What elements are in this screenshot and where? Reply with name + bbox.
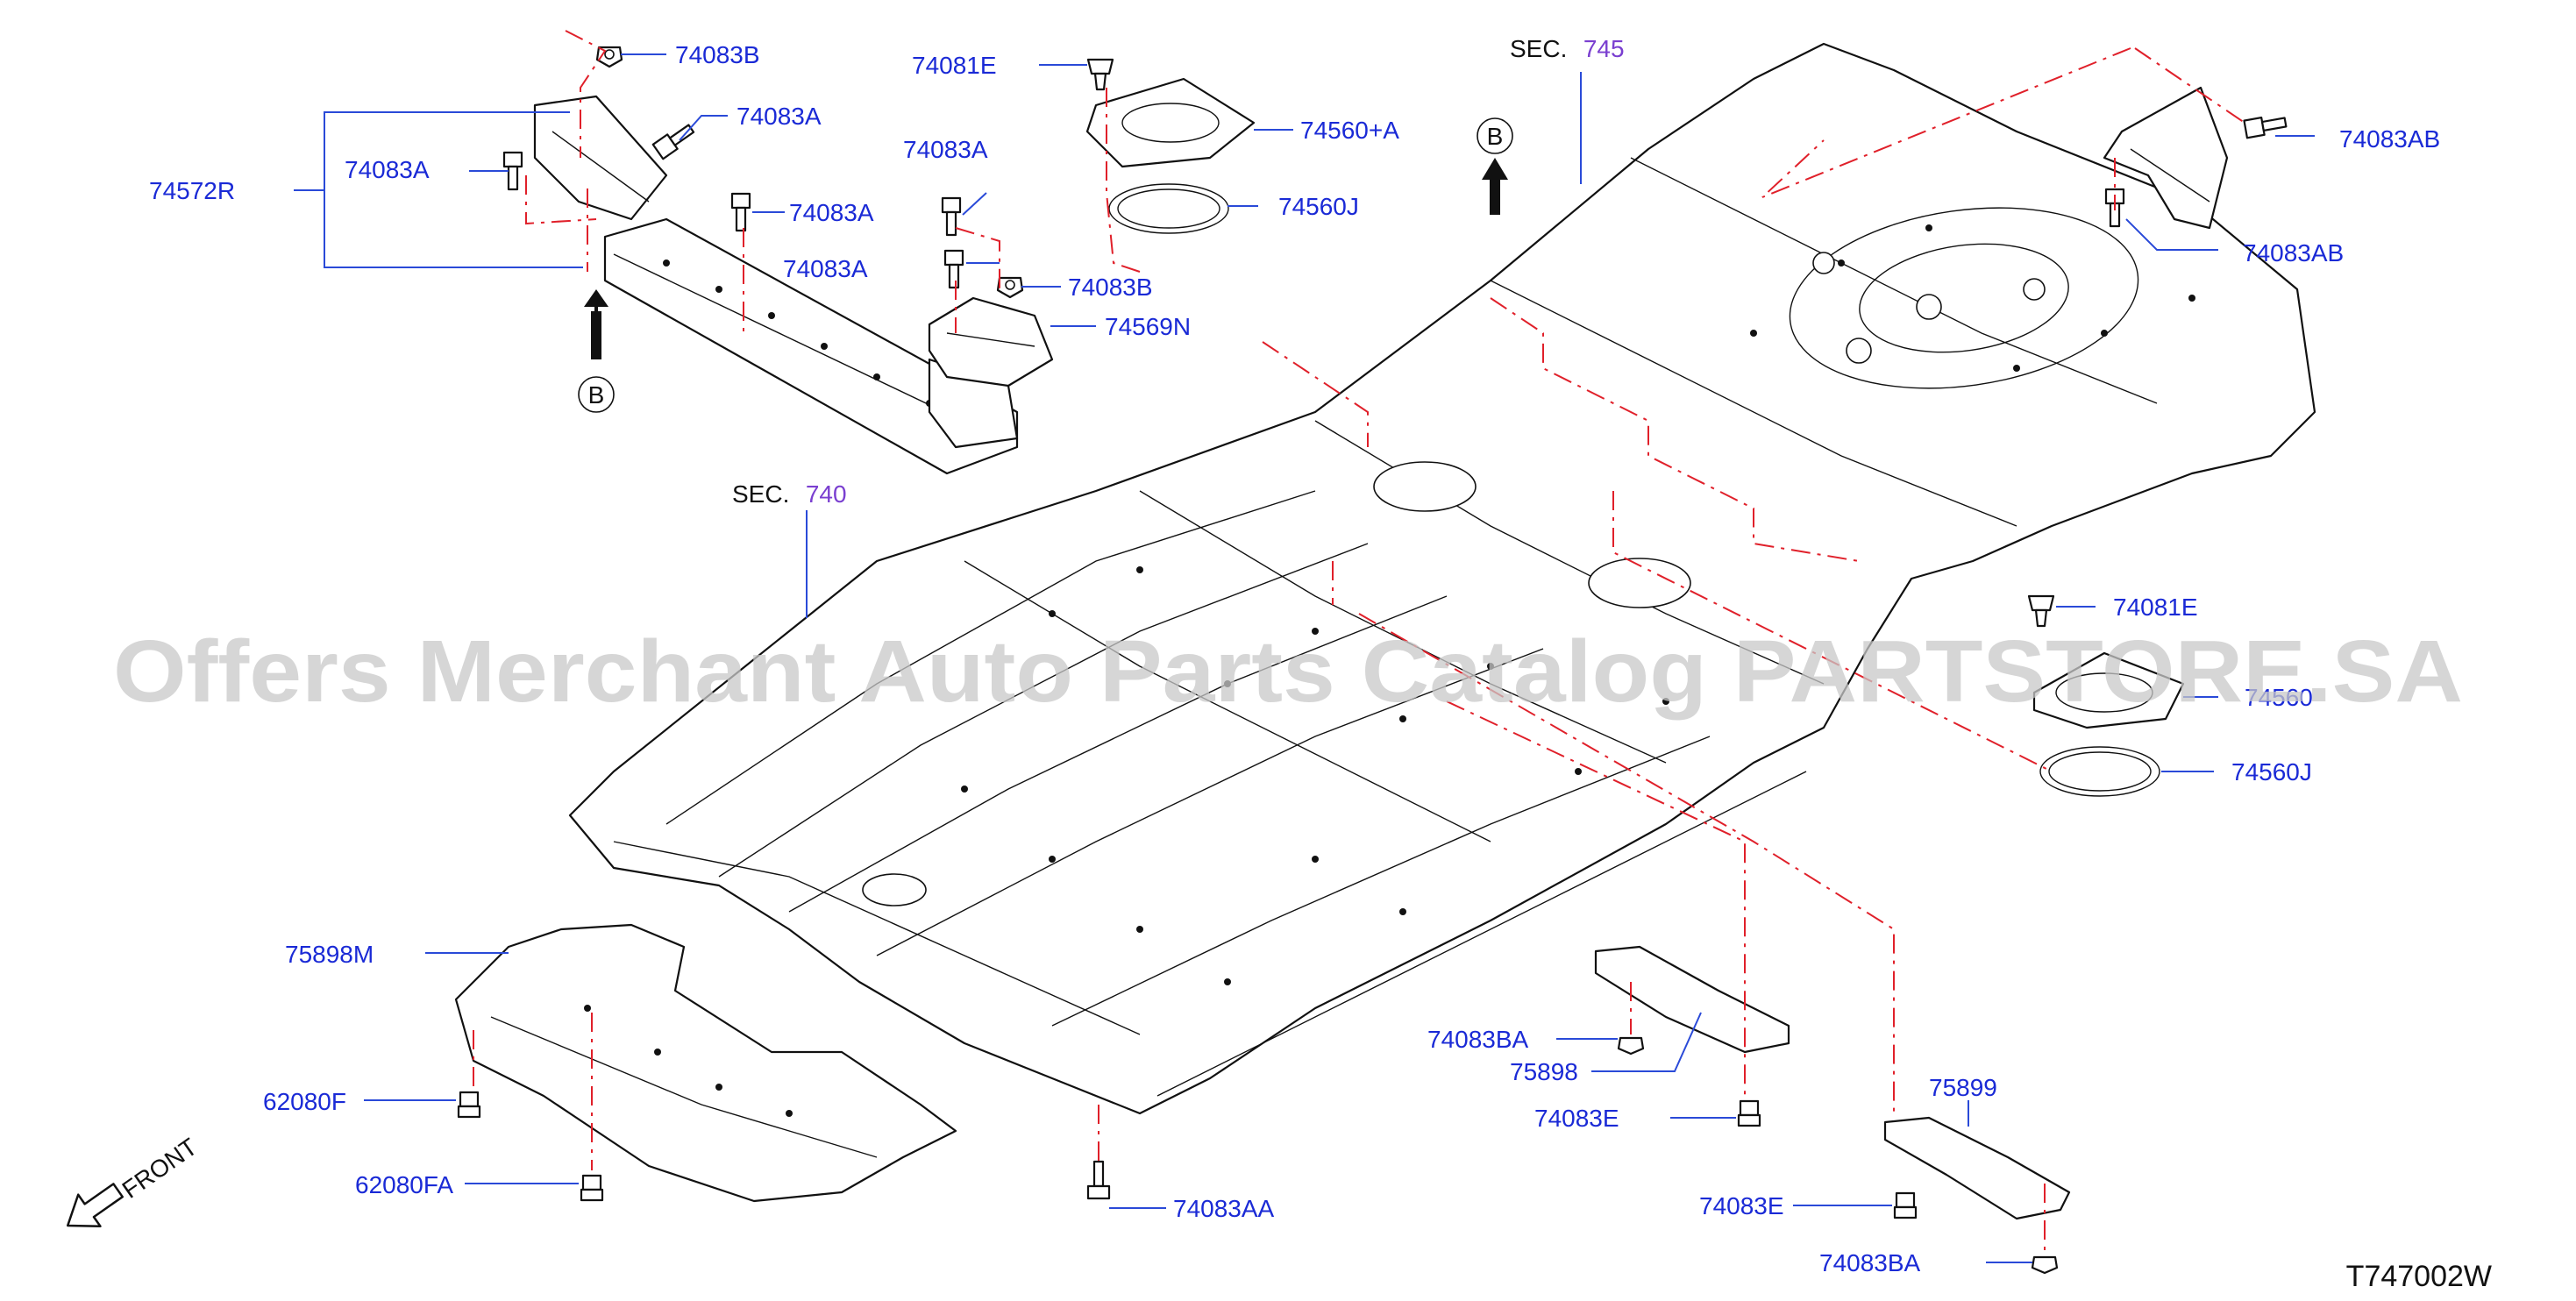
- section-prefix: SEC.: [732, 480, 789, 508]
- part-label-74572r[interactable]: 74572R: [149, 177, 235, 204]
- part-labels: 74083B 74083A 74572R 74083A 74083A 74083…: [149, 41, 2440, 1276]
- part-label-74560a[interactable]: 74560+A: [1300, 117, 1399, 144]
- part-label-74083a-2[interactable]: 74083A: [345, 156, 430, 183]
- part-label-74560j-right[interactable]: 74560J: [2231, 758, 2312, 786]
- diagram-code: T747002W: [2346, 1260, 2492, 1293]
- service-hole-cover-top: [1085, 77, 1256, 234]
- fastener-icons: [457, 46, 2288, 1275]
- bracket-rear-right: [2103, 86, 2229, 230]
- part-label-74081e-right[interactable]: 74081E: [2113, 594, 2198, 621]
- part-label-74083b-mid[interactable]: 74083B: [1068, 274, 1153, 301]
- part-label-75898[interactable]: 75898: [1510, 1058, 1578, 1085]
- part-label-74083ba-1[interactable]: 74083BA: [1427, 1026, 1529, 1053]
- front-arrow-icon: [66, 1183, 124, 1228]
- part-label-74560j-top[interactable]: 74560J: [1278, 193, 1359, 220]
- section-ref-745[interactable]: SEC. 745: [1510, 35, 1625, 62]
- leader-lines: [294, 53, 2315, 1263]
- section-ref-740[interactable]: SEC. 740: [732, 480, 847, 508]
- bracket-74569n: [928, 296, 1054, 387]
- part-label-62080f[interactable]: 62080F: [263, 1088, 346, 1115]
- floor-panel-assembly: [568, 42, 2316, 1115]
- section-number: 745: [1583, 35, 1625, 62]
- part-label-74560-right[interactable]: 74560: [2245, 684, 2313, 711]
- part-label-74083ab-1[interactable]: 74083AB: [2339, 125, 2440, 153]
- part-label-62080fa[interactable]: 62080FA: [355, 1171, 453, 1198]
- part-label-75899[interactable]: 75899: [1929, 1074, 1997, 1101]
- part-label-74083a-1[interactable]: 74083A: [737, 103, 822, 130]
- front-direction-indicator: FRONT: [66, 1133, 203, 1228]
- part-label-74083a-4[interactable]: 74083A: [783, 255, 868, 282]
- section-number: 740: [806, 480, 847, 508]
- section-prefix: SEC.: [1510, 35, 1567, 62]
- assembly-guide-lines: [473, 30, 2245, 1254]
- part-label-74083b-top[interactable]: 74083B: [675, 41, 760, 68]
- engine-under-cover-75898m: [454, 923, 957, 1203]
- part-label-74083aa[interactable]: 74083AA: [1173, 1195, 1275, 1222]
- view-marker-label: B: [1487, 123, 1504, 150]
- under-cover-75898: [1594, 945, 1790, 1054]
- part-label-75898m[interactable]: 75898M: [285, 941, 374, 968]
- front-label: FRONT: [117, 1133, 203, 1204]
- part-label-74083a-5[interactable]: 74083A: [903, 136, 988, 163]
- service-hole-cover-right: [2032, 651, 2185, 797]
- part-label-74081e-top[interactable]: 74081E: [912, 52, 997, 79]
- part-label-74569n[interactable]: 74569N: [1105, 313, 1191, 340]
- part-label-74083ab-2[interactable]: 74083AB: [2243, 239, 2344, 267]
- part-label-74083e-2[interactable]: 74083E: [1699, 1192, 1784, 1219]
- view-marker-label: B: [588, 381, 605, 409]
- under-cover-75899: [1883, 1116, 2071, 1220]
- part-label-74083ba-2[interactable]: 74083BA: [1819, 1249, 1921, 1276]
- view-marker-b-right: B: [1477, 117, 1513, 215]
- part-label-74083e-1[interactable]: 74083E: [1534, 1105, 1619, 1132]
- part-label-74083a-3[interactable]: 74083A: [789, 199, 874, 226]
- view-marker-b-left: B: [578, 289, 615, 413]
- watermark-text: Offers Merchant Auto Parts Catalog PARTS…: [113, 622, 2463, 721]
